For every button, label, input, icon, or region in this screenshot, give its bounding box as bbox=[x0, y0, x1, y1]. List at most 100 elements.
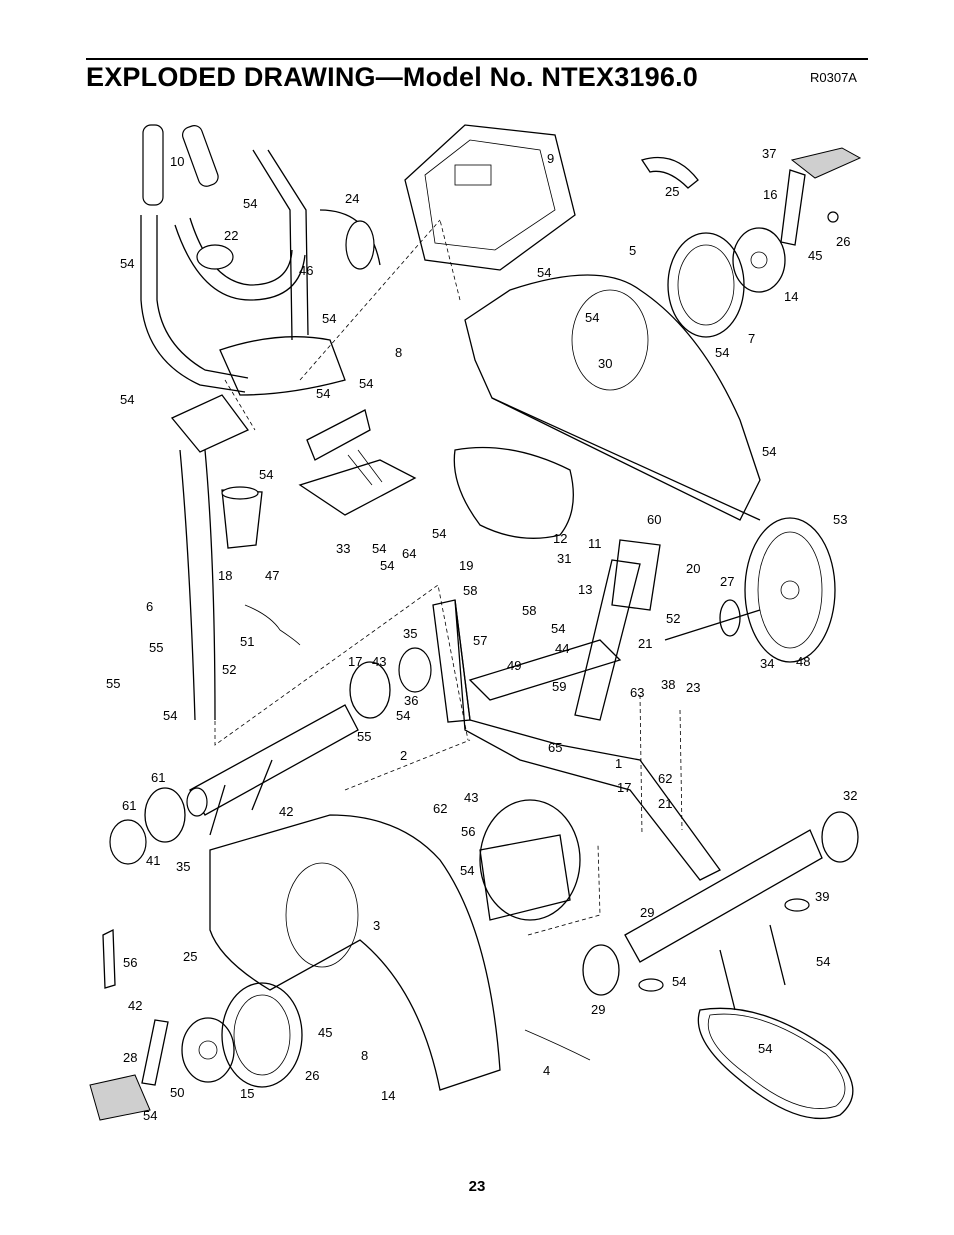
part-callout: 22 bbox=[224, 228, 238, 243]
page-number: 23 bbox=[468, 1178, 486, 1195]
part-callout: 63 bbox=[630, 685, 644, 700]
part-callout: 45 bbox=[318, 1025, 332, 1040]
part-callout: 54 bbox=[120, 256, 134, 271]
part-callout: 42 bbox=[128, 998, 142, 1013]
part-callout: 31 bbox=[557, 551, 571, 566]
part-callout: 30 bbox=[598, 356, 612, 371]
part-callout: 50 bbox=[170, 1085, 184, 1100]
part-callout: 53 bbox=[833, 512, 847, 527]
part-callout: 8 bbox=[395, 345, 402, 360]
part-callout: 54 bbox=[715, 345, 729, 360]
part-callout: 1 bbox=[615, 756, 622, 771]
parts-artwork bbox=[89, 124, 862, 1121]
part-callout: 51 bbox=[240, 634, 254, 649]
part-callout: 18 bbox=[218, 568, 232, 583]
part-callout: 54 bbox=[359, 376, 373, 391]
part-callout: 54 bbox=[762, 444, 776, 459]
part-callout: 35 bbox=[403, 626, 417, 641]
part-callout: 7 bbox=[748, 331, 755, 346]
part-callout: 52 bbox=[222, 662, 236, 677]
part-callout: 55 bbox=[357, 729, 371, 744]
part-callout: 54 bbox=[163, 708, 177, 723]
part-callout: 17 bbox=[348, 654, 362, 669]
part-callout: 25 bbox=[665, 184, 679, 199]
part-callout: 3 bbox=[373, 918, 380, 933]
part-callout: 54 bbox=[316, 386, 330, 401]
part-callout: 54 bbox=[380, 558, 394, 573]
part-callout: 26 bbox=[305, 1068, 319, 1083]
part-callout: 37 bbox=[762, 146, 776, 161]
part-callout: 33 bbox=[336, 541, 350, 556]
part-callout: 49 bbox=[507, 658, 521, 673]
part-callout: 56 bbox=[123, 955, 137, 970]
part-callout: 14 bbox=[784, 289, 798, 304]
part-callout: 48 bbox=[796, 654, 810, 669]
part-callout: 54 bbox=[322, 311, 336, 326]
part-callout: 58 bbox=[522, 603, 536, 618]
part-callout: 16 bbox=[763, 187, 777, 202]
part-callout: 47 bbox=[265, 568, 279, 583]
part-callout: 60 bbox=[647, 512, 661, 527]
part-callout: 52 bbox=[666, 611, 680, 626]
part-callout: 54 bbox=[432, 526, 446, 541]
part-callout: 61 bbox=[122, 798, 136, 813]
part-callout: 29 bbox=[640, 905, 654, 920]
part-callout: 54 bbox=[372, 541, 386, 556]
part-callout: 5 bbox=[629, 243, 636, 258]
part-callout: 8 bbox=[361, 1048, 368, 1063]
part-callout: 24 bbox=[345, 191, 359, 206]
part-callout: 43 bbox=[464, 790, 478, 805]
page-title: EXPLODED DRAWING—Model No. NTEX3196.0 bbox=[86, 62, 698, 92]
part-callout: 58 bbox=[463, 583, 477, 598]
part-callout: 15 bbox=[240, 1086, 254, 1101]
part-callout: 54 bbox=[537, 265, 551, 280]
part-callout: 62 bbox=[433, 801, 447, 816]
part-callout: 29 bbox=[591, 1002, 605, 1017]
part-callout: 20 bbox=[686, 561, 700, 576]
part-callout: 27 bbox=[720, 574, 734, 589]
part-callout: 54 bbox=[243, 196, 257, 211]
part-callout: 55 bbox=[106, 676, 120, 691]
part-callout: 54 bbox=[396, 708, 410, 723]
part-callout: 19 bbox=[459, 558, 473, 573]
part-callout: 10 bbox=[170, 154, 184, 169]
part-callout: 54 bbox=[120, 392, 134, 407]
part-callout: 41 bbox=[146, 853, 160, 868]
part-callout: 28 bbox=[123, 1050, 137, 1065]
part-callout: 32 bbox=[843, 788, 857, 803]
part-callout: 65 bbox=[548, 740, 562, 755]
part-callout: 54 bbox=[551, 621, 565, 636]
part-callout: 54 bbox=[143, 1108, 157, 1123]
drawing-reference: R0307A bbox=[810, 70, 857, 85]
part-callout: 54 bbox=[672, 974, 686, 989]
part-callout: 54 bbox=[460, 863, 474, 878]
part-callout: 45 bbox=[808, 248, 822, 263]
part-callout: 23 bbox=[686, 680, 700, 695]
part-callout: 12 bbox=[553, 531, 567, 546]
part-callout: 34 bbox=[760, 656, 774, 671]
part-callout: 36 bbox=[404, 693, 418, 708]
part-callout: 62 bbox=[658, 771, 672, 786]
part-callout: 9 bbox=[547, 151, 554, 166]
part-callout: 39 bbox=[815, 889, 829, 904]
part-callout: 21 bbox=[658, 796, 672, 811]
part-callout: 35 bbox=[176, 859, 190, 874]
part-callout: 21 bbox=[638, 636, 652, 651]
part-callout: 11 bbox=[588, 536, 602, 551]
part-callout: 26 bbox=[836, 234, 850, 249]
part-callout: 25 bbox=[183, 949, 197, 964]
part-callout: 14 bbox=[381, 1088, 395, 1103]
header-rule bbox=[86, 58, 868, 60]
part-callout: 44 bbox=[555, 641, 569, 656]
part-callout: 17 bbox=[617, 780, 631, 795]
part-callout: 43 bbox=[372, 654, 386, 669]
part-callout: 64 bbox=[402, 546, 416, 561]
part-callout: 57 bbox=[473, 633, 487, 648]
part-callout: 6 bbox=[146, 599, 153, 614]
part-callout: 54 bbox=[758, 1041, 772, 1056]
part-callout: 54 bbox=[816, 954, 830, 969]
part-callout: 46 bbox=[299, 263, 313, 278]
part-callout: 61 bbox=[151, 770, 165, 785]
